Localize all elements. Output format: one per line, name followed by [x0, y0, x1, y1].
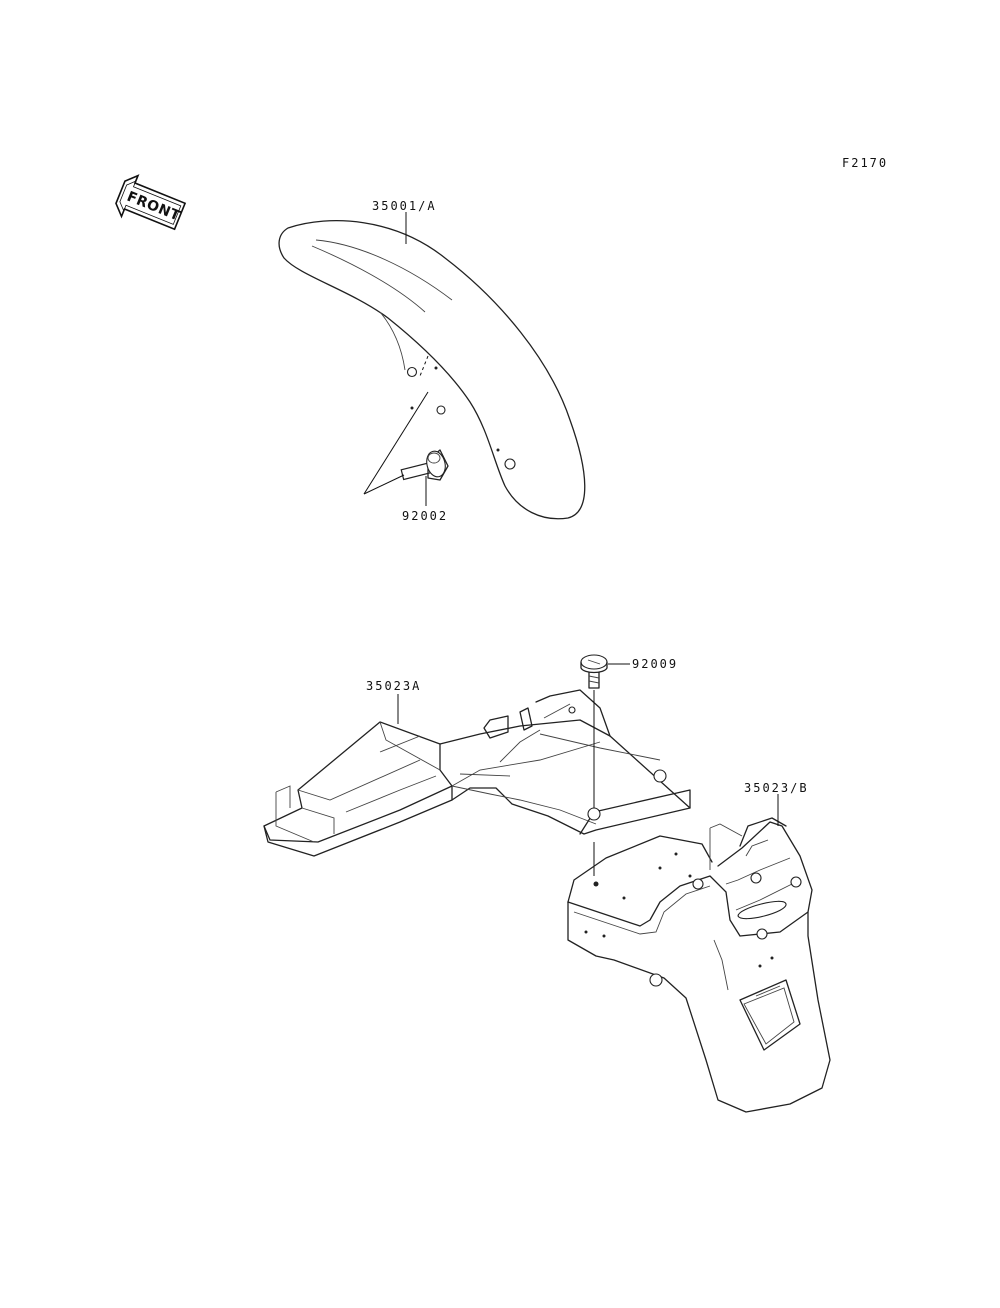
- front-fender: [278, 220, 586, 520]
- screw: [580, 654, 608, 689]
- rear-inner-fender: [263, 689, 691, 857]
- part-label-92002: 92002: [402, 509, 448, 523]
- bolt: [400, 449, 449, 481]
- part-label-35023-b: 35023/B: [744, 781, 809, 795]
- front-direction-arrow-icon: FRONT: [115, 174, 187, 231]
- part-label-35001-a: 35001/A: [372, 199, 437, 213]
- figure-code: F2170: [842, 156, 888, 170]
- part-label-92009: 92009: [632, 657, 678, 671]
- rear-mudguard: [567, 817, 831, 1113]
- part-label-35023a: 35023A: [366, 679, 421, 693]
